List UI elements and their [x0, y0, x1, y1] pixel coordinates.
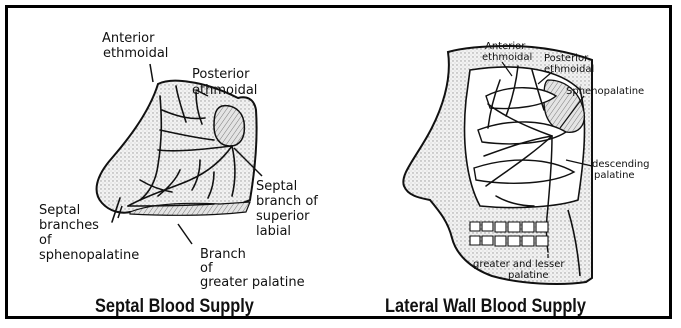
label-septal-spheno-line3: of: [39, 233, 52, 248]
label-lateral-greater-lesser-line2: palatine: [508, 270, 549, 281]
label-septal-spheno-line2: branches: [39, 218, 99, 233]
label-lateral-anterior-ethmoidal-line1: Anterior: [485, 41, 526, 52]
septal-caption: Septal Blood Supply: [95, 296, 254, 318]
label-greater-palatine-line1: Branch: [200, 247, 246, 262]
label-lateral-descending-palatine-line1: descending: [592, 159, 650, 170]
septal-diagram: Anterior ethmoidal Posterior ethmoidal S…: [39, 31, 318, 290]
label-anterior-ethmoidal-line2: ethmoidal: [103, 46, 168, 61]
septal-sinus-outline: [214, 106, 244, 146]
label-septal-labial-line4: labial: [256, 224, 291, 239]
lateral-caption: Lateral Wall Blood Supply: [385, 296, 586, 318]
lateral-diagram: Anterior ethmoidal Posterior ethmoidal S…: [403, 41, 649, 284]
label-posterior-ethmoidal-line2: ethmoidal: [192, 83, 257, 98]
label-septal-labial-line3: superior: [256, 209, 310, 224]
label-lateral-anterior-ethmoidal-line2: ethmoidal: [482, 52, 532, 63]
label-septal-labial-line2: branch of: [256, 194, 318, 209]
label-lateral-greater-lesser-line1: greater and lesser: [473, 259, 565, 270]
label-lateral-posterior-ethmoidal-line1: Posterior: [544, 53, 589, 64]
label-septal-spheno-line4: sphenopalatine: [39, 248, 139, 263]
label-lateral-posterior-ethmoidal-line2: ethmoidal: [544, 64, 594, 75]
label-greater-palatine-line2: of: [200, 261, 213, 276]
label-greater-palatine-line3: greater palatine: [200, 275, 305, 290]
label-lateral-sphenopalatine: Sphenopalatine: [566, 86, 644, 97]
label-anterior-ethmoidal-line1: Anterior: [102, 31, 155, 46]
label-septal-spheno-line1: Septal: [39, 203, 80, 218]
label-lateral-descending-palatine-line2: palatine: [594, 170, 635, 181]
label-septal-labial-line1: Septal: [256, 179, 297, 194]
label-posterior-ethmoidal-line1: Posterior: [192, 67, 250, 82]
